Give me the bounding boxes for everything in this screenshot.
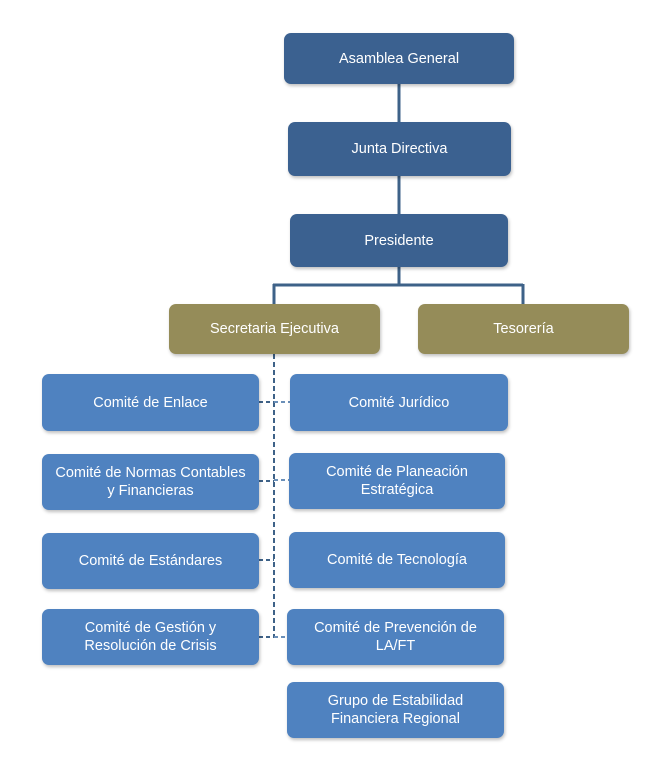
tesoreria-label: Tesorería [493,321,554,337]
comite-normas-box: Comité de Normas Contables y Financieras [42,454,259,510]
presidente-label: Presidente [364,232,434,249]
comite-planeacion-label-line2: Estratégica [360,482,434,498]
comite-gestion-label-line2: Resolución de Crisis [84,638,217,654]
comite-gestion-label-line1: Comité de Gestión y [84,620,217,636]
comite-juridico-box: Comité Jurídico [290,374,508,431]
comite-normas-label-line2: y Financieras [107,483,194,499]
junta-directiva-label: Junta Directiva [351,141,448,157]
grupo-estabilidad-label-line1: Grupo de Estabilidad [327,693,464,709]
asamblea-general-label: Asamblea General [338,50,460,67]
comite-planeacion-box: Comité de Planeación Estratégica [289,453,505,509]
comite-prevencion-label-line2: LA/FT [375,638,416,654]
comite-prevencion-label-line1: Comité de Prevención de [314,620,477,636]
asamblea-general-box: Asamblea General [284,33,514,84]
secretaria-ejecutiva-box: Secretaria Ejecutiva [169,304,380,354]
comite-tecnologia-label: Comité de Tecnología [327,552,467,568]
comite-prevencion-box: Comité de Prevención de LA/FT [287,609,504,665]
comite-estandares-label: Comité de Estándares [78,553,223,569]
comite-estandares-box: Comité de Estándares [42,533,259,589]
comite-enlace-box: Comité de Enlace [42,374,259,431]
comite-tecnologia-box: Comité de Tecnología [289,532,505,588]
secretaria-ejecutiva-label: Secretaria Ejecutiva [210,321,339,337]
presidente-box: Presidente [290,214,508,267]
comite-normas-label-line1: Comité de Normas Contables [55,465,246,481]
comite-planeacion-label-line1: Comité de Planeación [326,464,468,480]
comite-gestion-box: Comité de Gestión y Resolución de Crisis [42,609,259,665]
grupo-estabilidad-label-line2: Financiera Regional [331,711,460,727]
junta-directiva-box: Junta Directiva [288,122,511,176]
comite-enlace-label: Comité de Enlace [93,394,208,411]
grupo-estabilidad-box: Grupo de Estabilidad Financiera Regional [287,682,504,738]
tesoreria-box: Tesorería [418,304,629,354]
comite-juridico-label: Comité Jurídico [348,394,450,411]
